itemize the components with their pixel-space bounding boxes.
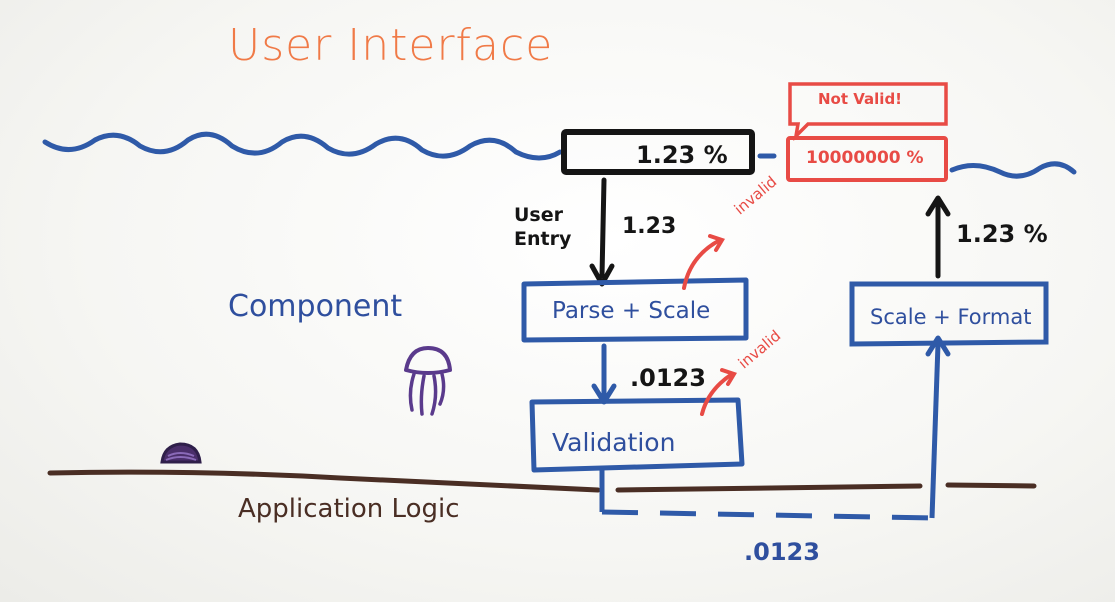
loop-bottom	[601, 509, 933, 521]
user-entry-label-text: User Entry	[514, 204, 572, 250]
component-layer-label: Component	[228, 289, 403, 324]
jellyfish-icon	[404, 346, 452, 416]
bottom-value: .0123	[744, 538, 820, 566]
invalid-arrow-1	[682, 238, 722, 290]
input-box[interactable]: 1.23 %	[636, 141, 728, 169]
application-logic-label: Application Logic	[238, 494, 460, 524]
error-tooltip: Not Valid!	[818, 90, 903, 108]
validation-box-shape	[529, 397, 745, 473]
output-value: 1.23 %	[956, 220, 1048, 248]
validation-box: Validation	[552, 428, 676, 457]
error-tooltip-shape	[788, 82, 948, 142]
error-box-shape	[786, 136, 948, 182]
page-title: User Interface	[228, 20, 554, 71]
parse-scale-box: Parse + Scale	[552, 298, 711, 324]
scale-format-box: Scale + Format	[870, 305, 1032, 329]
invalid-arrow-2	[700, 372, 734, 416]
input-box-shape	[561, 129, 755, 175]
ground-line-right-2	[945, 482, 1037, 489]
water-surface-right	[949, 161, 1077, 179]
error-input-box[interactable]: 10000000 %	[806, 148, 924, 168]
mid-value: .0123	[630, 364, 706, 392]
user-entry-label: User Entry	[514, 204, 571, 252]
loop-up	[929, 343, 941, 519]
arrow-entry	[599, 177, 607, 279]
ground-line-right-1	[615, 483, 923, 493]
water-surface-left	[42, 131, 563, 161]
clam-icon	[160, 442, 202, 464]
ground-line	[47, 469, 601, 493]
entry-value: 1.23	[622, 214, 677, 239]
